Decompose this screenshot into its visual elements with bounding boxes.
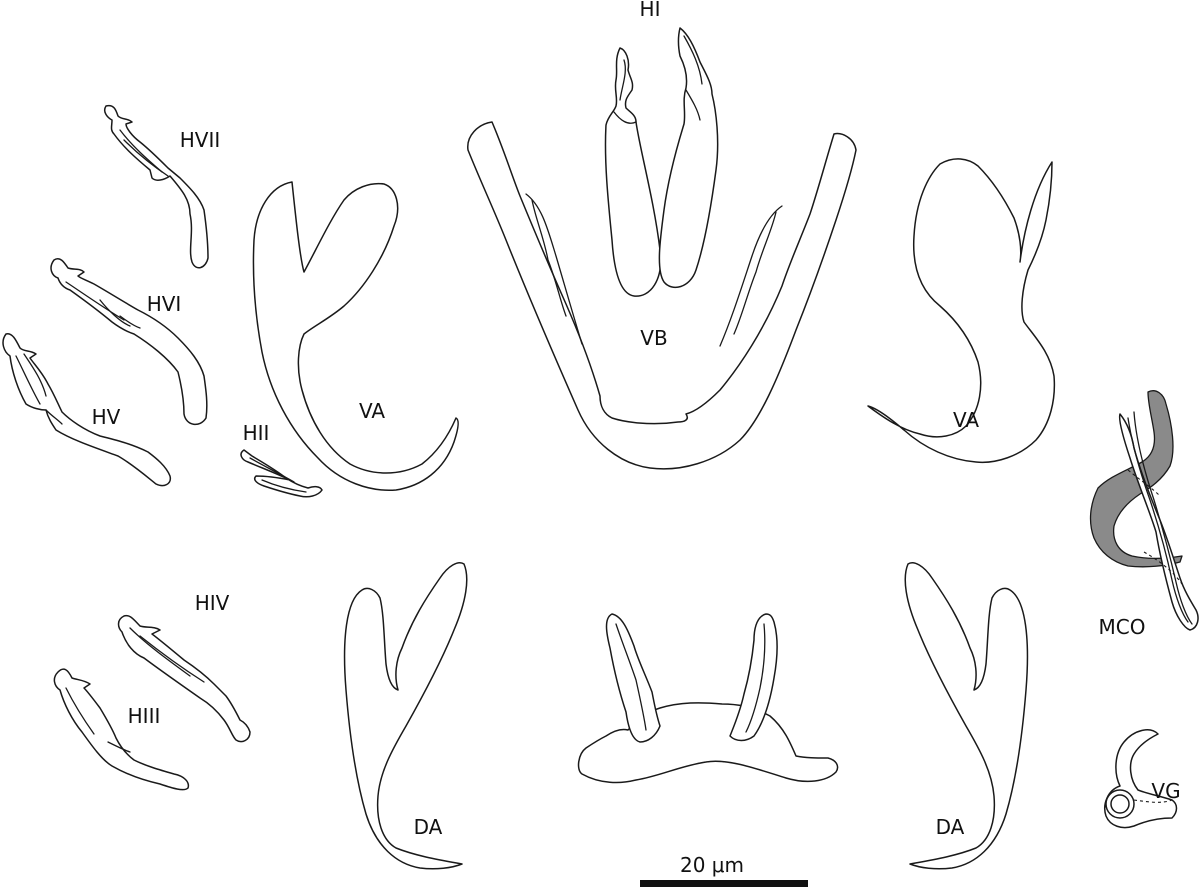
label-vb: VB: [640, 326, 667, 350]
dorsal-anchor-left: [343, 562, 468, 870]
label-hv: HV: [92, 405, 121, 429]
label-va-left: VA: [359, 399, 385, 423]
ventral-bar: [467, 121, 857, 470]
label-mco: MCO: [1099, 615, 1146, 639]
scale-bar-label: 20 μm: [680, 853, 744, 877]
label-vg: VG: [1151, 779, 1180, 803]
label-va-right: VA: [953, 408, 979, 432]
hook-hi: [604, 27, 719, 297]
hook-hvii: [103, 104, 209, 269]
ventral-anchor-right: [867, 158, 1056, 464]
label-hvii: HVII: [180, 128, 221, 152]
hook-hii: [240, 449, 323, 498]
hook-hiii: [53, 668, 190, 791]
hook-hv: [2, 332, 172, 487]
scale-bar-line: [640, 880, 808, 887]
vagina-sclerite: [1104, 729, 1178, 829]
label-hiv: HIV: [195, 591, 230, 615]
label-da-right: DA: [936, 815, 965, 839]
scale-bar: 20 μm: [640, 853, 808, 887]
hook-hiv: [117, 614, 251, 743]
label-da-left: DA: [414, 815, 443, 839]
label-hvi: HVI: [147, 292, 182, 316]
label-hi: HI: [640, 0, 661, 21]
hook-hvi: [50, 257, 208, 426]
male-copulatory-organ: [1089, 390, 1199, 631]
dorsal-anchor-right: [904, 562, 1029, 870]
label-hiii: HIII: [128, 704, 161, 728]
label-hii: HII: [243, 421, 270, 445]
ventral-anchor-left: [252, 181, 459, 491]
dorsal-bar: [577, 613, 839, 784]
